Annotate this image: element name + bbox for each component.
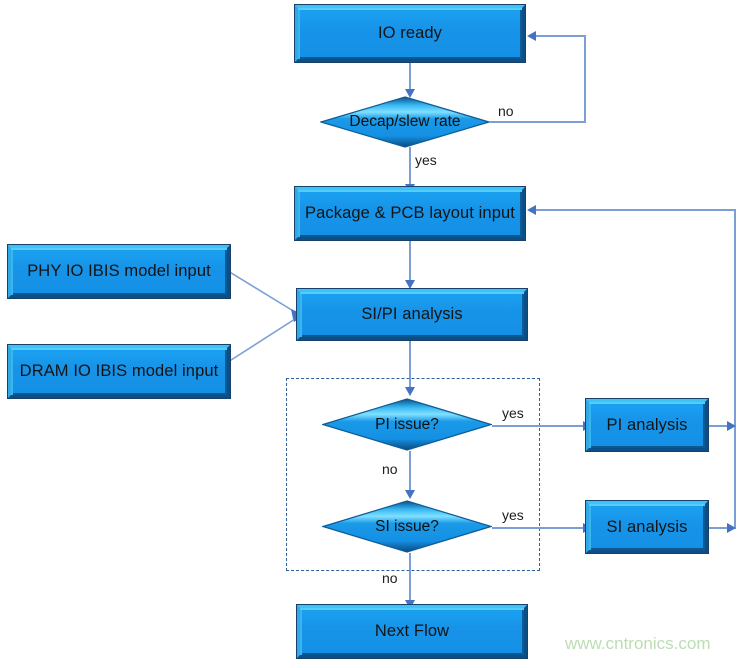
node-si-analysis-label: SI analysis	[606, 517, 688, 536]
connector-pi-yes	[492, 425, 585, 427]
node-dram-io-ibis-model-input[interactable]: DRAM IO IBIS model input	[7, 344, 231, 399]
connector-ioready-to-decap	[409, 62, 411, 92]
node-pi-analysis[interactable]: PI analysis	[585, 398, 709, 452]
edge-label-si-no: no	[382, 570, 398, 586]
edge-label-decap-no: no	[498, 103, 514, 119]
arrowhead-ioready-in	[527, 30, 536, 41]
connector-decap-no-up	[584, 35, 586, 122]
arrowhead-package-feedback-in	[527, 204, 536, 215]
node-phy-io-ibis-model-input-label: PHY IO IBIS model input	[27, 262, 211, 280]
node-next-flow[interactable]: Next Flow	[296, 604, 528, 659]
connector-pi-no	[409, 451, 411, 493]
connector-si-no	[409, 553, 411, 603]
edge-label-decap-yes: yes	[415, 152, 437, 168]
connector-feedback-rail	[734, 209, 736, 529]
connector-sianalysis-out	[708, 527, 736, 529]
connector-package-to-sipi	[409, 240, 411, 282]
node-decap-slew-rate-label: Decap/slew rate	[349, 113, 461, 130]
diamond-shape	[320, 96, 490, 148]
connector-decap-no-into-ioready	[536, 35, 586, 37]
connector-decap-yes	[409, 147, 411, 187]
connector-feedback-to-package	[536, 209, 736, 211]
arrowhead-sianalysis-out	[727, 522, 736, 533]
connector-sipi-to-piissue	[409, 340, 411, 390]
node-io-ready-label: IO ready	[377, 24, 443, 42]
node-io-ready[interactable]: IO ready	[294, 4, 526, 63]
edge-label-pi-yes: yes	[502, 405, 524, 421]
node-package-pcb-layout-input-label: Package & PCB layout input	[305, 204, 515, 222]
issue-loop-group	[286, 378, 540, 571]
site-watermark: www.cntronics.com	[565, 634, 711, 653]
arrowhead-pianalysis-out	[727, 420, 736, 431]
node-phy-io-ibis-model-input[interactable]: PHY IO IBIS model input	[7, 244, 231, 299]
edge-label-si-yes: yes	[502, 507, 524, 523]
node-si-pi-analysis-label: SI/PI analysis	[361, 305, 463, 323]
arrowhead-sipi-in-top	[404, 280, 415, 289]
connector-pianalysis-out	[708, 425, 736, 427]
node-pi-analysis-label: PI analysis	[606, 415, 688, 434]
node-si-analysis[interactable]: SI analysis	[585, 500, 709, 554]
node-decap-slew-rate[interactable]: Decap/slew rate	[320, 96, 490, 148]
arrowhead-decap-in	[404, 89, 415, 98]
edge-label-pi-no: no	[382, 461, 398, 477]
arrowhead-siissue-in	[404, 490, 415, 499]
arrowhead-nextflow-in	[404, 600, 415, 609]
node-si-pi-analysis[interactable]: SI/PI analysis	[296, 288, 528, 341]
node-dram-io-ibis-model-input-label: DRAM IO IBIS model input	[19, 362, 219, 380]
node-package-pcb-layout-input[interactable]: Package & PCB layout input	[294, 186, 526, 241]
connector-decap-no-right	[490, 121, 586, 123]
connector-si-yes	[492, 527, 585, 529]
node-next-flow-label: Next Flow	[374, 622, 450, 640]
arrowhead-piissue-in	[404, 387, 415, 396]
